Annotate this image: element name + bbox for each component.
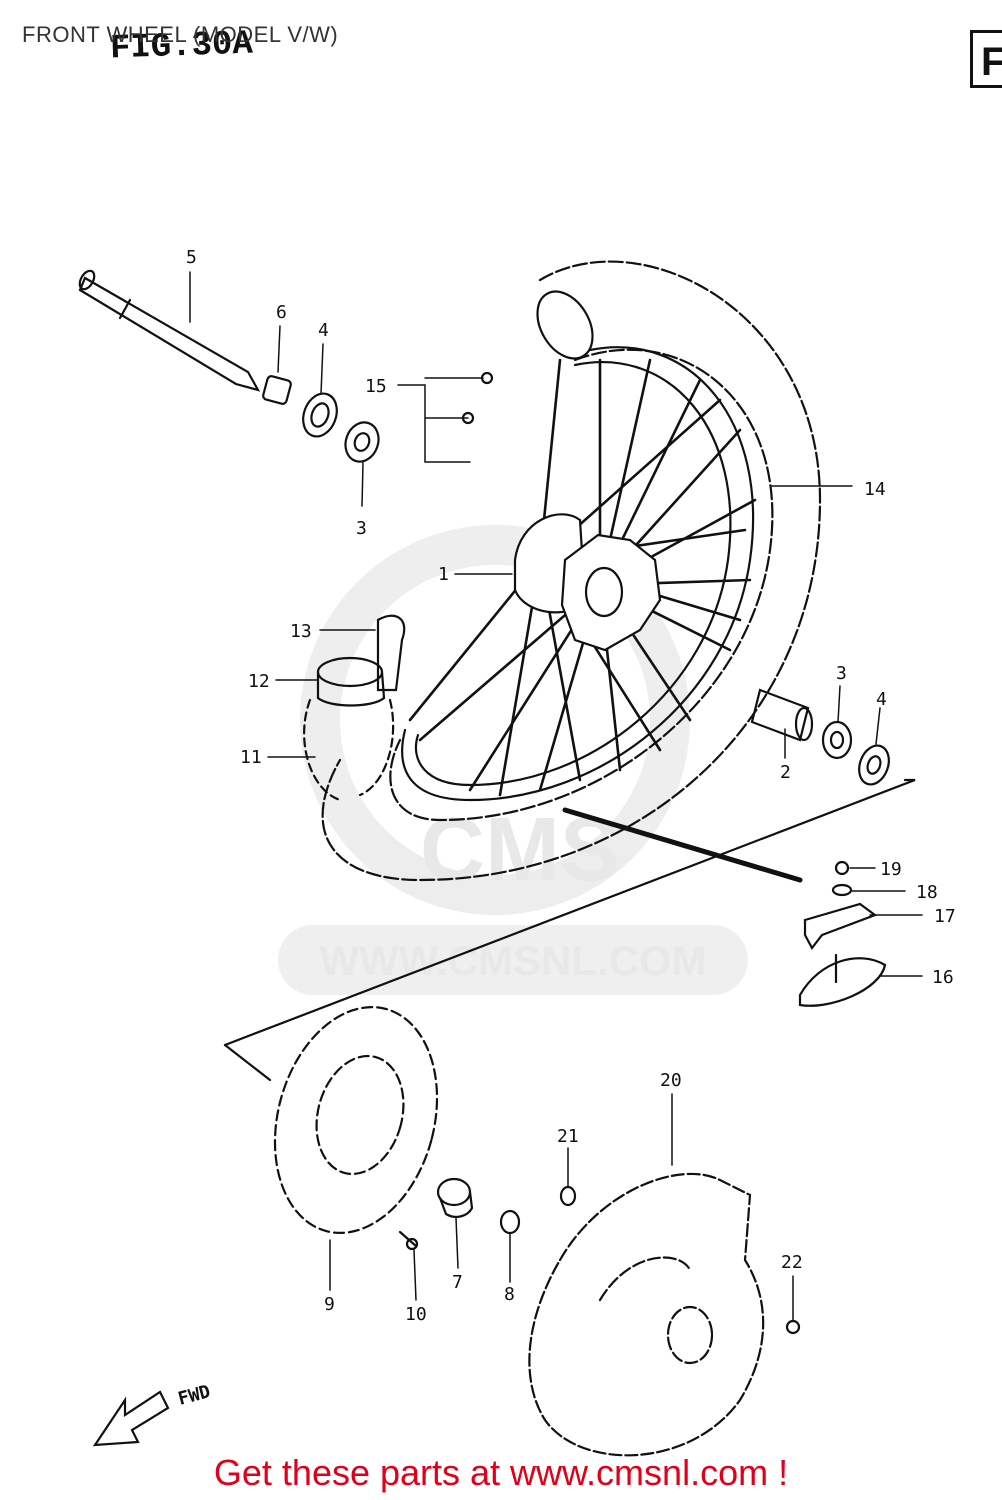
callout-1: 1 — [438, 564, 449, 585]
oil-seal-right — [858, 744, 890, 786]
hub-spacer — [750, 688, 814, 742]
disc-bolt — [398, 1230, 419, 1251]
footer-parts-link[interactable]: Get these parts at www.cmsnl.com ! — [213, 1452, 789, 1493]
callout-15: 15 — [365, 376, 387, 397]
callout-7: 7 — [452, 1272, 463, 1293]
callout-5: 5 — [186, 247, 197, 268]
rim — [401, 346, 755, 802]
callout-labels: 5 6 4 15 3 14 1 13 12 11 3 4 2 19 18 17 … — [176, 247, 956, 1410]
inner-tube — [303, 698, 395, 802]
callout-8: 8 — [504, 1284, 515, 1305]
assembly-line — [223, 778, 916, 1047]
tube-valve — [798, 953, 887, 1007]
tire-section-cut — [536, 290, 594, 360]
callout-17: 17 — [934, 906, 956, 927]
callout-2: 2 — [780, 762, 791, 783]
callout-13: 13 — [290, 621, 312, 642]
rim-protector — [376, 614, 406, 692]
valve-cap — [834, 860, 850, 876]
disc-guard — [528, 1172, 765, 1457]
callout-6: 6 — [276, 302, 287, 323]
axle-nut — [499, 1209, 521, 1235]
rim-lock — [803, 902, 878, 951]
valve-nut — [831, 883, 853, 897]
callout-20: 20 — [660, 1070, 682, 1091]
callout-4-lower: 4 — [876, 689, 887, 710]
callout-3-upper: 3 — [356, 518, 367, 539]
front-axle — [78, 269, 261, 392]
brake-disc — [273, 1005, 439, 1235]
callout-18: 18 — [916, 882, 938, 903]
callout-12: 12 — [248, 671, 270, 692]
page-title: FRONT WHEEL (MODEL V/W) — [22, 22, 339, 47]
callout-3-lower: 3 — [836, 663, 847, 684]
leader-brace — [223, 1043, 272, 1082]
callout-10: 10 — [405, 1304, 427, 1325]
corner-section-mark: F — [970, 30, 1002, 88]
valve-stem-line — [562, 807, 803, 883]
hub-collar — [436, 1177, 474, 1218]
guard-bolt-side — [785, 1319, 801, 1335]
wheel-hub — [513, 513, 662, 652]
oil-seal-left — [302, 392, 338, 438]
guard-bolt-top — [559, 1185, 577, 1207]
watermark-url: WWW.CMSNL.COM — [319, 937, 706, 984]
callout-11: 11 — [240, 747, 262, 768]
watermark: CMS WWW.CMSNL.COM — [278, 525, 748, 995]
leader-lines — [189, 271, 923, 1321]
callout-9: 9 — [324, 1294, 335, 1315]
spoke-nipples — [461, 371, 494, 425]
callout-19: 19 — [880, 859, 902, 880]
forward-arrow-icon — [92, 1390, 170, 1447]
bearing-left — [344, 421, 380, 463]
forward-label: FWD — [176, 1381, 213, 1410]
rim-band — [316, 656, 386, 707]
axle-collar — [262, 375, 292, 405]
callout-4-upper: 4 — [318, 320, 329, 341]
callout-22: 22 — [781, 1252, 803, 1273]
callout-14: 14 — [864, 479, 886, 500]
callout-16: 16 — [932, 967, 954, 988]
callout-21: 21 — [557, 1126, 579, 1147]
bearing-right — [821, 720, 853, 760]
